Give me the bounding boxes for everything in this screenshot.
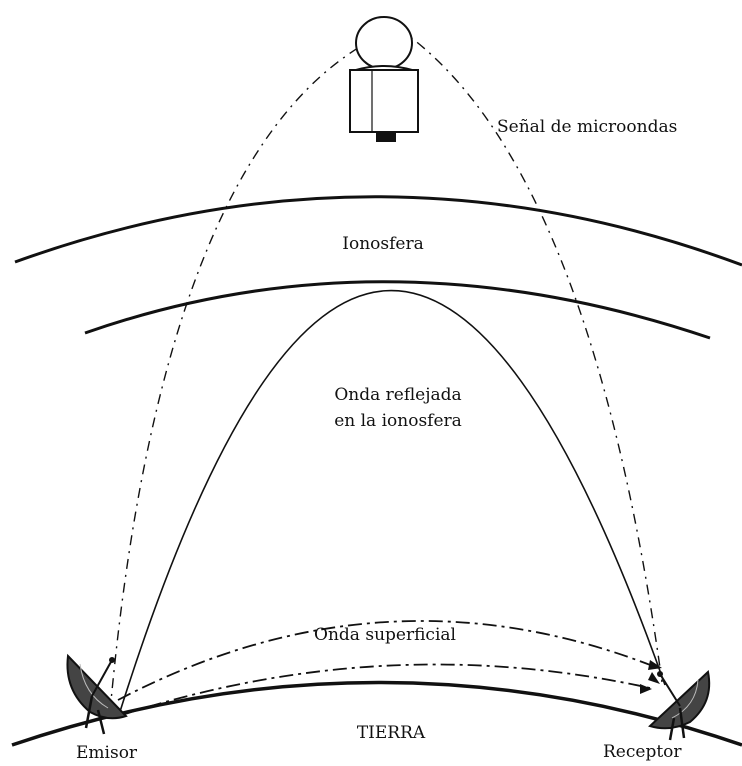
label-emitter: Emisor: [76, 743, 138, 763]
label-receiver: Receptor: [603, 742, 682, 762]
microwave-uplink-path: [109, 41, 369, 713]
label-earth: TIERRA: [357, 723, 426, 743]
surface-wave-upper: [117, 620, 659, 701]
ionosphere-upper-boundary: [14, 195, 742, 267]
satellite-icon: [349, 16, 419, 142]
receiver-dish-icon: [648, 670, 711, 741]
label-reflected-wave-line2: en la ionosfera: [334, 411, 462, 431]
label-reflected-wave-line1: Onda reflejada: [334, 385, 461, 405]
label-surface-wave: Onda superficial: [314, 625, 456, 645]
microwave-downlink-path: [397, 27, 663, 683]
label-microwave-signal: Señal de microondas: [497, 117, 677, 137]
surface-wave-lower: [121, 663, 651, 716]
arrowhead-downlink: [648, 672, 660, 684]
arrowhead-surface-upper: [648, 660, 662, 670]
dish-antenna-icon: [66, 653, 128, 735]
arrowhead-surface-lower: [640, 684, 652, 694]
reflected-wave-path: [117, 289, 666, 719]
label-ionosphere: Ionosfera: [342, 234, 423, 254]
ionosphere-lower-boundary: [84, 280, 711, 340]
